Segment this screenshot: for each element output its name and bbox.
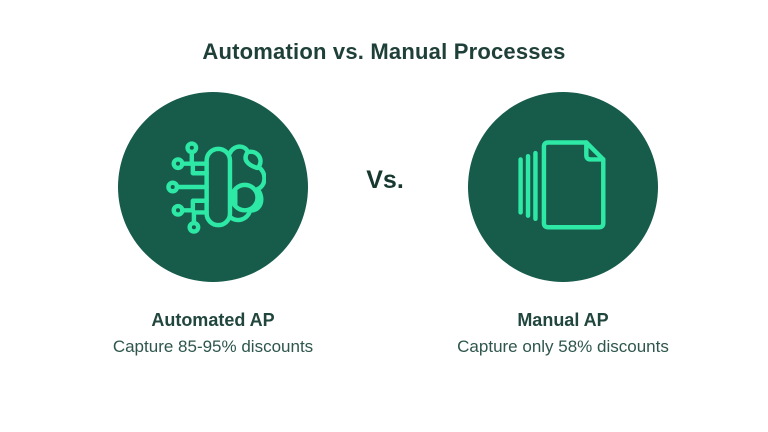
manual-ap-label-block: Manual AP Capture only 58% discounts bbox=[413, 310, 713, 357]
manual-ap-heading: Manual AP bbox=[517, 310, 609, 330]
vs-label: Vs. bbox=[366, 166, 404, 194]
manual-ap-subtext: Capture only 58% discounts bbox=[457, 337, 669, 356]
automated-ap-label-block: Automated AP Capture 85-95% discounts bbox=[63, 310, 363, 357]
document-stack-icon bbox=[518, 140, 606, 230]
automated-ap-heading: Automated AP bbox=[151, 310, 275, 330]
manual-ap-circle bbox=[468, 92, 658, 282]
automated-ap-subtext: Capture 85-95% discounts bbox=[112, 337, 314, 356]
ai-brain-icon bbox=[166, 141, 266, 234]
page-title: Automation vs. Manual Processes bbox=[202, 38, 566, 64]
automated-ap-circle bbox=[118, 92, 308, 282]
